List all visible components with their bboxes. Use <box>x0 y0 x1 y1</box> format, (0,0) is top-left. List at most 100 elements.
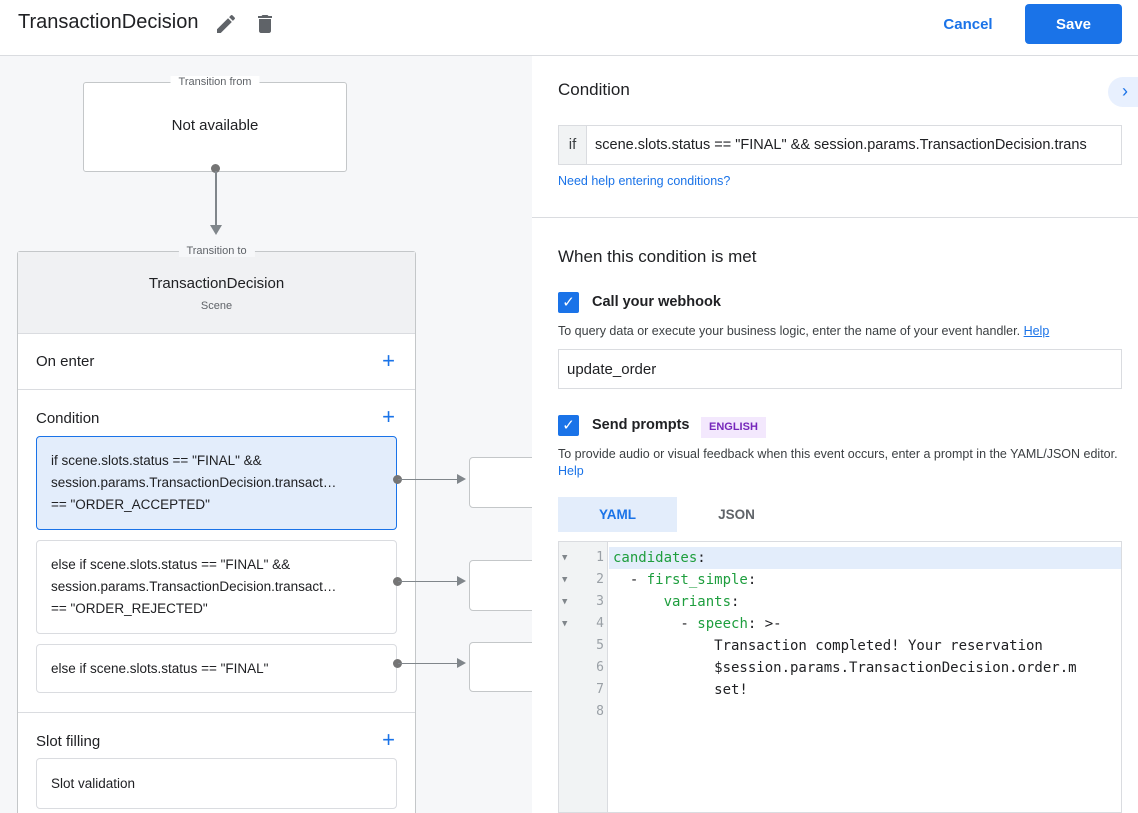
connector-dot <box>393 659 402 668</box>
line-number: ▼2 <box>559 569 1121 591</box>
scene-name: TransactionDecision <box>148 275 285 292</box>
line-number-text: 4 <box>596 616 604 631</box>
webhook-checkbox[interactable]: ✓ <box>558 292 579 313</box>
condition-section: Condition + if scene.slots.status == "FI… <box>18 390 415 713</box>
line-number: 5 <box>559 635 1121 657</box>
tab-json[interactable]: JSON <box>718 507 755 522</box>
connector-dot <box>393 577 402 586</box>
prompts-label: Send prompts <box>592 417 690 433</box>
condition-help-link[interactable]: Need help entering conditions? <box>558 174 731 188</box>
cancel-button[interactable]: Cancel <box>930 6 1006 42</box>
line-number-text: 1 <box>596 550 604 565</box>
fold-arrow-icon[interactable]: ▼ <box>562 553 568 563</box>
pencil-icon[interactable] <box>214 12 238 36</box>
add-on-enter-plus-icon[interactable]: + <box>382 348 395 373</box>
condition-item-final[interactable]: else if scene.slots.status == "FINAL" <box>36 644 397 693</box>
transition-from-legend: Transition from <box>170 76 260 88</box>
webhook-help-link[interactable]: Help <box>1023 324 1050 338</box>
line-number-text: 6 <box>596 660 604 675</box>
yaml-key: candidates <box>613 550 698 566</box>
line-number: ▼4 <box>559 613 1121 635</box>
met-heading: When this condition is met <box>558 247 757 266</box>
slot-filling-title: Slot filling <box>36 733 101 750</box>
top-bar: TransactionDecision Cancel Save <box>0 0 1138 56</box>
line-number-text: 7 <box>596 682 604 697</box>
chevron-right-icon[interactable]: › <box>1108 77 1138 107</box>
condition-heading: Condition <box>558 80 630 99</box>
prompts-description: To provide audio or visual feedback when… <box>558 446 1118 480</box>
fold-arrow-icon[interactable]: ▼ <box>562 619 568 629</box>
code-line: $session.params.TransactionDecision.orde… <box>613 660 1077 676</box>
target-box[interactable] <box>469 457 532 508</box>
condition-text: == "ORDER_ACCEPTED" <box>51 497 210 512</box>
line-number: ▼1 <box>559 547 1121 569</box>
line-number-text: 8 <box>596 704 604 719</box>
code-line: variants: <box>663 594 740 610</box>
add-slot-plus-icon[interactable]: + <box>382 727 395 752</box>
trash-icon[interactable] <box>253 12 277 36</box>
code-line: - first_simple: <box>613 572 757 588</box>
editor-gutter <box>559 542 608 812</box>
condition-text: session.params.TransactionDecision.trans… <box>51 475 337 490</box>
prompts-desc-text: To provide audio or visual feedback when… <box>558 447 1118 461</box>
prompts-checkbox[interactable]: ✓ <box>558 415 579 436</box>
scene-header[interactable]: Transition to TransactionDecision Scene <box>18 245 415 334</box>
connector-line <box>215 171 217 225</box>
divider <box>532 217 1138 218</box>
condition-text: session.params.TransactionDecision.trans… <box>51 579 337 594</box>
line-number-text: 3 <box>596 594 604 609</box>
code-line: - speech: >- <box>613 616 782 632</box>
scene-card: Transition to TransactionDecision Scene … <box>17 245 416 813</box>
fold-arrow-icon[interactable]: ▼ <box>562 597 568 607</box>
slot-validation-item[interactable]: Slot validation <box>36 758 397 809</box>
on-enter-section: On enter + <box>18 334 415 390</box>
webhook-handler-input[interactable] <box>558 349 1122 389</box>
page-title: TransactionDecision <box>18 11 199 33</box>
webhook-label: Call your webhook <box>592 294 721 310</box>
target-box[interactable] <box>469 560 532 611</box>
condition-text: else if scene.slots.status == "FINAL" <box>51 660 269 676</box>
arrow-right-icon <box>457 474 466 484</box>
tab-yaml[interactable]: YAML <box>558 497 677 532</box>
condition-field[interactable]: if scene.slots.status == "FINAL" && sess… <box>558 125 1122 165</box>
line-number-text: 5 <box>596 638 604 653</box>
connector-line <box>398 581 458 582</box>
code-line: set! <box>613 682 748 698</box>
yaml-key: first_simple <box>646 572 748 588</box>
transition-to-legend: Transition to <box>178 245 255 257</box>
connector-line <box>398 663 458 664</box>
slot-filling-section: Slot filling + Slot validation <box>18 713 415 813</box>
condition-item-rejected[interactable]: else if scene.slots.status == "FINAL" &&… <box>36 540 397 634</box>
line-number-text: 2 <box>596 572 604 587</box>
webhook-description: To query data or execute your business l… <box>558 323 1049 340</box>
condition-text: if scene.slots.status == "FINAL" && <box>51 453 262 468</box>
condition-input[interactable]: scene.slots.status == "FINAL" && session… <box>595 137 1087 153</box>
webhook-desc-text: To query data or execute your business l… <box>558 324 1021 338</box>
code-line: Transaction completed! Your reservation <box>613 638 1043 654</box>
add-condition-plus-icon[interactable]: + <box>382 404 395 429</box>
if-label: if <box>559 126 587 164</box>
scene-type: Scene <box>200 300 233 312</box>
line-number: ▼3 <box>559 591 1121 613</box>
target-box[interactable] <box>469 642 532 692</box>
arrow-right-icon <box>457 658 466 668</box>
connector-dot <box>393 475 402 484</box>
connector-line <box>398 479 458 480</box>
prompts-help-link[interactable]: Help <box>558 464 584 478</box>
code-line <box>609 701 1121 723</box>
condition-title: Condition <box>36 410 100 427</box>
connector-dot <box>211 164 220 173</box>
line-number: 7 <box>559 679 1121 701</box>
fold-arrow-icon[interactable]: ▼ <box>562 575 568 585</box>
yaml-key: speech <box>697 616 748 632</box>
yaml-key: variants <box>663 594 732 610</box>
save-button[interactable]: Save <box>1025 4 1122 44</box>
line-number: 8 <box>559 701 1121 723</box>
condition-item-accepted[interactable]: if scene.slots.status == "FINAL" && sess… <box>36 436 397 530</box>
condition-text: else if scene.slots.status == "FINAL" && <box>51 557 291 572</box>
on-enter-title: On enter <box>36 353 95 370</box>
line-number: 6 <box>559 657 1121 679</box>
flow-canvas[interactable]: Transition from Not available Transition… <box>0 56 532 813</box>
language-badge: ENGLISH <box>701 417 766 438</box>
